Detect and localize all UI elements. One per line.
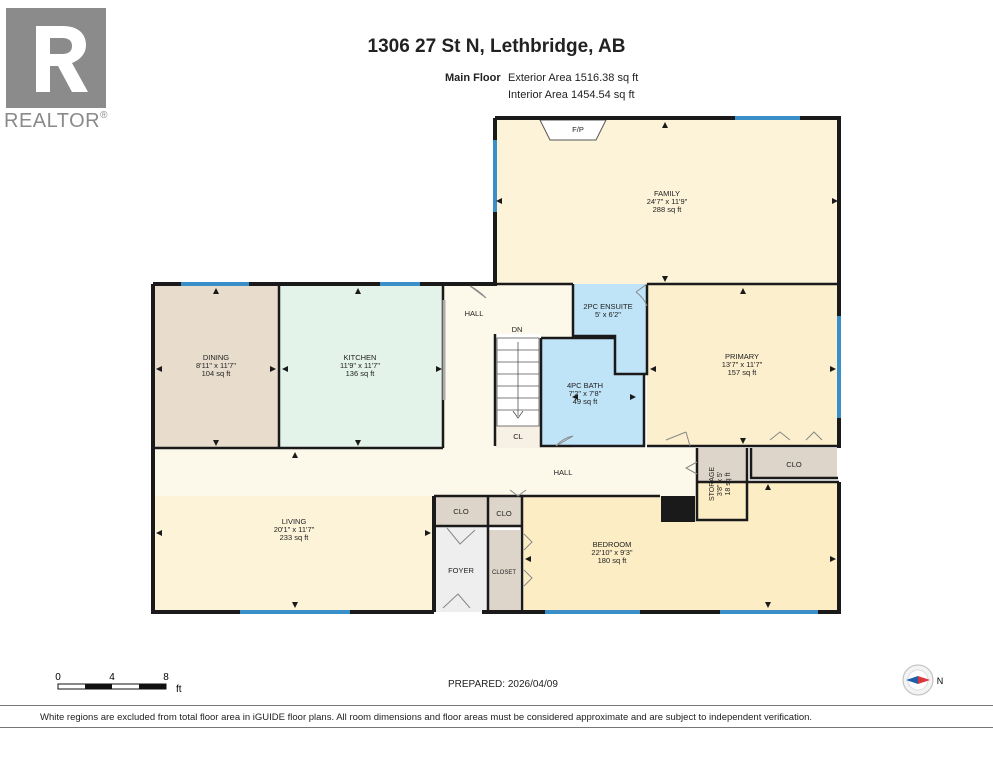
cl-closet bbox=[495, 426, 541, 448]
living-room bbox=[153, 496, 434, 612]
scale-tick-8: 8 bbox=[163, 672, 169, 683]
family-dims: 24'7" x 11'9" bbox=[647, 197, 688, 206]
scale-tick-4: 4 bbox=[109, 672, 115, 683]
kitchen-area: 136 sq ft bbox=[346, 369, 376, 378]
disclaimer-text: White regions are excluded from total fl… bbox=[40, 712, 813, 723]
dining-room bbox=[153, 284, 279, 448]
bedroom-extension bbox=[697, 482, 839, 612]
stairs-down-label: DN bbox=[512, 325, 523, 334]
exterior-area: Exterior Area 1516.38 sq ft bbox=[508, 72, 639, 84]
dining-area: 104 sq ft bbox=[202, 369, 232, 378]
compass-icon: N bbox=[900, 662, 944, 698]
clo-a-closet bbox=[434, 496, 488, 526]
family-name: FAMILY bbox=[654, 189, 680, 198]
family-room bbox=[495, 118, 839, 284]
footer-divider-top bbox=[0, 705, 993, 706]
primary-room bbox=[647, 284, 838, 446]
bedroom-area: 180 sq ft bbox=[598, 556, 628, 565]
stairs-icon bbox=[496, 337, 540, 427]
primary-dims: 13'7" x 11'7" bbox=[722, 360, 763, 369]
bedroom-name: BEDROOM bbox=[593, 540, 632, 549]
floor-label: Main Floor bbox=[445, 72, 501, 84]
living-dims: 20'1" x 11'7" bbox=[274, 525, 315, 534]
bedroom-dims: 22'10" x 9'3" bbox=[591, 548, 632, 557]
bath-area: 49 sq ft bbox=[573, 397, 599, 406]
hall-main-name: HALL bbox=[554, 468, 573, 477]
family-area: 288 sq ft bbox=[653, 205, 683, 214]
fireplace-label: F/P bbox=[572, 125, 584, 134]
kitchen-dims: 11'9" x 11'7" bbox=[340, 361, 380, 370]
prepared-date: PREPARED: 2026/04/09 bbox=[448, 679, 558, 690]
living-area: 233 sq ft bbox=[280, 533, 310, 542]
door-swings bbox=[442, 283, 823, 609]
dining-dims: 8'11" x 11'7" bbox=[196, 361, 236, 370]
bath-room bbox=[541, 338, 644, 446]
clo-b-closet bbox=[488, 496, 522, 526]
closet-area bbox=[488, 530, 520, 612]
kitchen-room bbox=[279, 284, 443, 448]
storage-area: 18 sq ft bbox=[725, 472, 732, 495]
bath-name: 4PC BATH bbox=[567, 381, 603, 390]
dining-name: DINING bbox=[203, 353, 229, 362]
ensuite-name: 2PC ENSUITE bbox=[583, 302, 632, 311]
footer-divider-bottom bbox=[0, 727, 993, 728]
interior-area: Interior Area 1454.54 sq ft bbox=[508, 89, 635, 101]
foyer-label: FOYER bbox=[448, 566, 474, 575]
clo-a-label: CLO bbox=[453, 507, 469, 516]
ensuite-dims: 5' x 6'2" bbox=[595, 310, 621, 319]
hall-top-name: HALL bbox=[465, 309, 484, 318]
address-title: 1306 27 St N, Lethbridge, AB bbox=[367, 36, 626, 57]
scale-tick-0: 0 bbox=[55, 672, 61, 683]
ensuite-room bbox=[573, 284, 647, 336]
storage-dims: 3'8" x 5' bbox=[717, 472, 724, 496]
primary-name: PRIMARY bbox=[725, 352, 759, 361]
realtor-logo bbox=[6, 8, 106, 108]
kitchen-name: KITCHEN bbox=[344, 353, 377, 362]
chimney-block bbox=[661, 496, 695, 522]
living-name: LIVING bbox=[282, 517, 307, 526]
dimension-markers bbox=[156, 122, 838, 608]
primary-area: 157 sq ft bbox=[728, 368, 758, 377]
bath-dims: 7'2" x 7'8" bbox=[569, 389, 602, 398]
clo-b-label: CLO bbox=[496, 509, 512, 518]
compass-north-label: N bbox=[937, 676, 944, 686]
closet-label: CLOSET bbox=[492, 570, 516, 576]
clo-right-closet bbox=[751, 448, 837, 478]
scale-bar: 0 4 8 ft bbox=[54, 670, 184, 696]
scale-unit: ft bbox=[176, 684, 182, 695]
clo-right-label: CLO bbox=[786, 460, 802, 469]
hall-main-area bbox=[153, 448, 697, 496]
cl-label: CL bbox=[513, 432, 523, 441]
storage-name: STORAGE bbox=[709, 467, 716, 501]
realtor-wordmark: REALTOR® bbox=[4, 110, 108, 132]
windows bbox=[181, 116, 841, 614]
